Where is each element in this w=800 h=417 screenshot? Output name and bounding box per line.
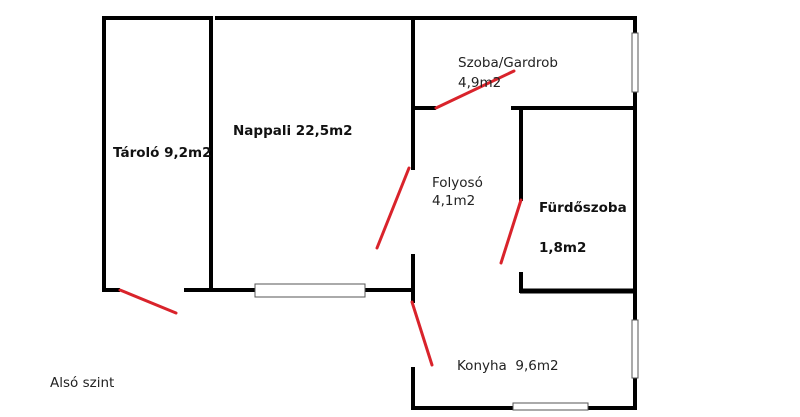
walls: [102, 16, 637, 410]
room-label: Szoba/Gardrob: [458, 55, 558, 71]
bath-area: 1,8m2: [539, 240, 586, 256]
kitchen-side-window: [631, 319, 639, 379]
bath-label: Fürdőszoba: [539, 200, 627, 216]
room-area: 4,9m2: [458, 75, 501, 91]
living-label: Nappali 22,5m2: [233, 123, 353, 139]
bath-door: [499, 198, 523, 265]
doors: [118, 69, 523, 367]
storage-door: [118, 288, 178, 315]
windows: [254, 32, 639, 411]
kitchen-door: [410, 300, 434, 367]
storage-walls: [102, 16, 213, 292]
hall-label: Folyosó: [432, 175, 483, 191]
room-window: [631, 32, 639, 93]
level-label: Alsó szint: [50, 375, 114, 391]
kitchen-label: Konyha 9,6m2: [457, 358, 559, 374]
living-door: [375, 166, 411, 250]
labels: Tároló 9,2m2 Nappali 22,5m2 Szoba/Gardro…: [50, 55, 627, 391]
storage-label: Tároló 9,2m2: [113, 145, 212, 161]
kitchen-bottom-window: [512, 402, 589, 411]
living-window: [254, 283, 366, 298]
room-door: [434, 69, 516, 110]
hall-area: 4,1m2: [432, 193, 475, 209]
